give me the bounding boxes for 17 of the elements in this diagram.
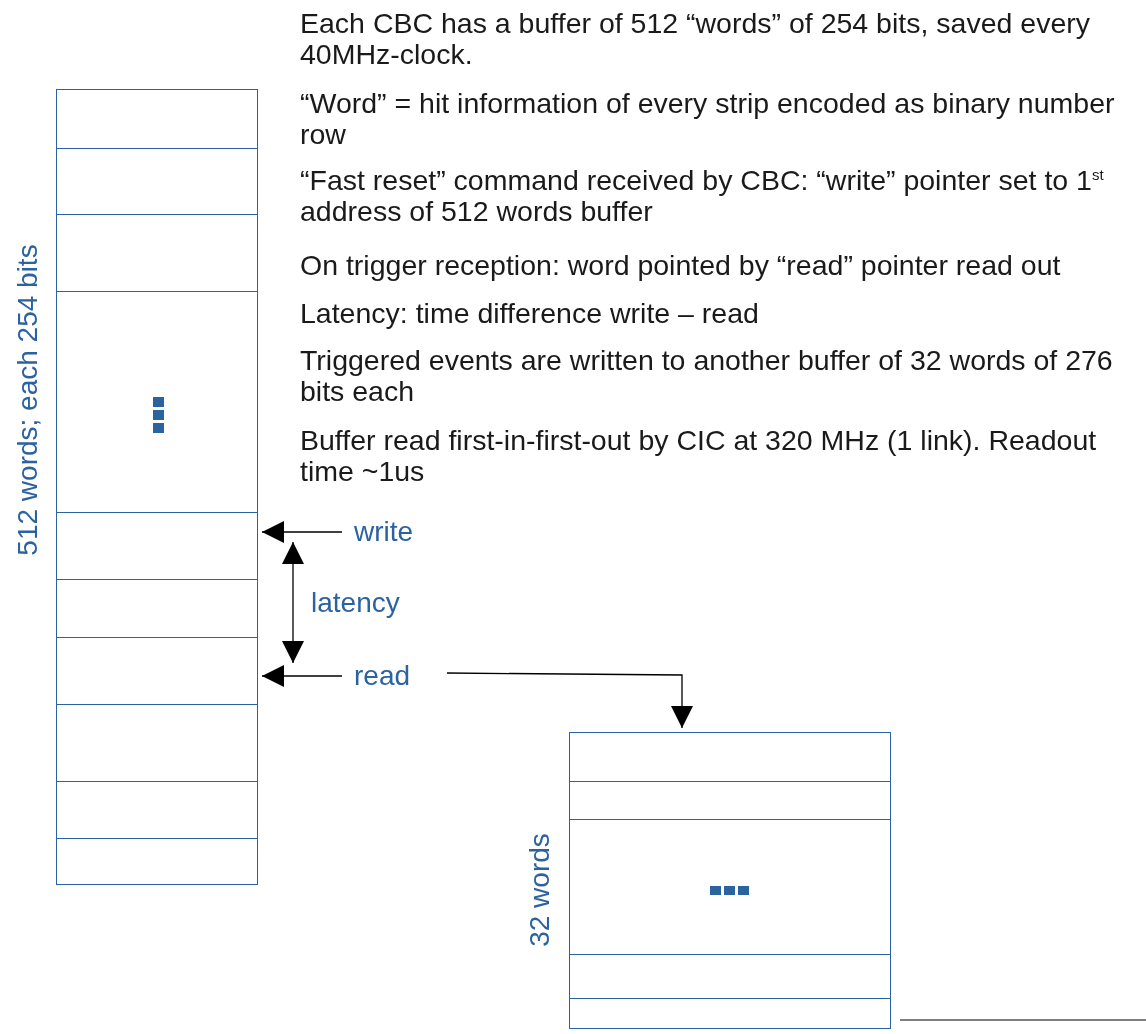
- buffer-size-label: 32 words: [524, 833, 556, 947]
- dimension-label: latency: [311, 587, 400, 619]
- note-text: Each CBC has a buffer of 512 “words” of 254 bits, saved every 40MHz-clock.: [300, 8, 1091, 70]
- arrow: [446, 672, 693, 729]
- note-text: Buffer read first-in-first-out by CIC at 320 MHz (1 link). Readout time ~1us: [300, 425, 1098, 487]
- note-text: Triggered events are written to another buffer of 32 words of 276 bits each: [300, 345, 1114, 407]
- memory-buffer: [569, 732, 891, 1029]
- note-text: On trigger reception: word pointed by “read” pointer read out: [300, 250, 1062, 281]
- buffer-size-label: 512 words; each 254 bits: [12, 244, 44, 556]
- note-text: Latency: time difference write – read: [300, 298, 760, 329]
- note-text: “Word” = hit information of every strip encoded as binary number row: [300, 88, 1116, 150]
- note-text: “Fast reset” command received by CBC: “write” pointer set to 1$^{st}$ address of 512 words buffer: [300, 165, 1105, 227]
- arrow: [261, 665, 343, 687]
- memory-buffer: [56, 89, 258, 885]
- pointer-label: write: [354, 516, 414, 548]
- pointer-label: read: [354, 660, 411, 692]
- arrow: [261, 521, 343, 543]
